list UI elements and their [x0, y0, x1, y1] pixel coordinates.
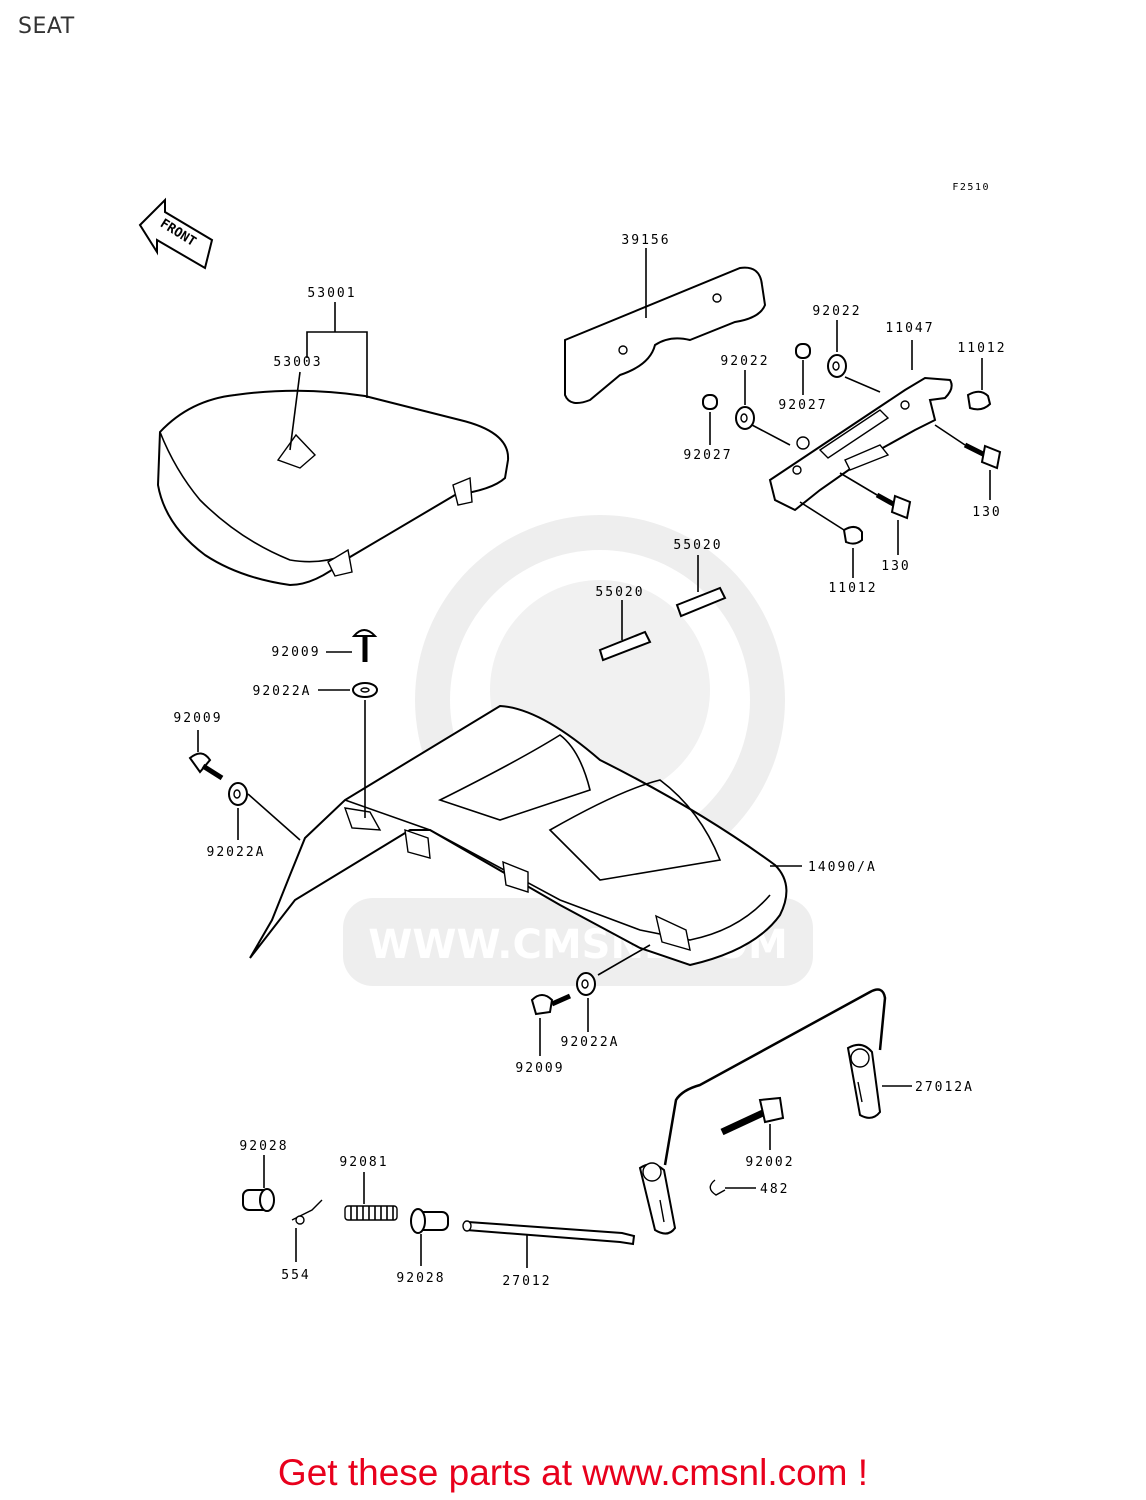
spring-92081 — [344, 1205, 398, 1221]
collar-92027-b — [702, 394, 718, 410]
screw-92009-b — [188, 752, 224, 781]
bolt-130-b — [875, 492, 912, 520]
label-92009-b: 92009 — [173, 711, 222, 726]
label-482: 482 — [760, 1182, 789, 1197]
label-92022A-a: 92022A — [253, 684, 312, 699]
bolt-130-a — [963, 442, 1002, 470]
label-55020-b: 55020 — [595, 585, 644, 600]
label-39156: 39156 — [621, 233, 670, 248]
footer-cta-link[interactable]: Get these parts at www.cmsnl.com ! — [277, 1452, 869, 1493]
label-130-b: 130 — [881, 559, 910, 574]
clip-482 — [709, 1179, 726, 1196]
label-92027-b: 92027 — [683, 448, 732, 463]
label-92009-a: 92009 — [271, 645, 320, 660]
screw-92009-a — [351, 629, 378, 662]
label-92009-c: 92009 — [515, 1061, 564, 1076]
label-130-a: 130 — [972, 505, 1001, 520]
label-92002: 92002 — [745, 1155, 794, 1170]
label-14090A: 14090/A — [808, 860, 877, 875]
collar-92027-a — [795, 343, 811, 359]
cap-11012-b — [842, 526, 863, 545]
label-27012A: 27012A — [915, 1080, 974, 1095]
strip-55020-a — [675, 586, 727, 618]
label-27012: 27012 — [502, 1274, 551, 1289]
washer-92022A-c — [576, 972, 596, 996]
label-92081: 92081 — [339, 1155, 388, 1170]
figure-code: F2510 — [952, 182, 990, 193]
link-plate — [638, 1162, 677, 1235]
pin-554 — [291, 1199, 323, 1225]
label-92028-b: 92028 — [396, 1271, 445, 1286]
label-11012-a: 11012 — [957, 341, 1006, 356]
washer-92022A-a — [352, 682, 378, 698]
seat-cover-part — [249, 704, 788, 967]
bolt-92002 — [720, 1096, 785, 1136]
bushing-92028-b — [410, 1208, 449, 1234]
bracket-part — [768, 376, 953, 512]
lock-rod-27012A — [663, 988, 887, 1166]
screw-92009-c — [530, 993, 572, 1016]
label-92022-b: 92022 — [720, 354, 769, 369]
label-11012-b: 11012 — [828, 581, 877, 596]
label-92022-a: 92022 — [812, 304, 861, 319]
washer-92022A-b — [228, 782, 248, 806]
label-554: 554 — [281, 1268, 310, 1283]
strip-55020-b — [598, 630, 652, 662]
washer-92022-a — [827, 354, 847, 378]
label-92022A-c: 92022A — [561, 1035, 620, 1050]
rod-27012 — [462, 1220, 636, 1246]
pad-part — [564, 266, 767, 405]
label-55020-a: 55020 — [673, 538, 722, 553]
bushing-92028-a — [242, 1188, 275, 1212]
label-53003: 53003 — [273, 355, 322, 370]
washer-92022-b — [735, 406, 755, 430]
label-53001: 53001 — [307, 286, 356, 301]
label-92022A-b: 92022A — [207, 845, 266, 860]
page-title: SEAT — [18, 14, 75, 39]
label-11047: 11047 — [885, 321, 934, 336]
seat-part — [156, 389, 510, 587]
front-arrow-icon: FRONT — [138, 197, 214, 270]
label-92027-a: 92027 — [778, 398, 827, 413]
cap-11012-a — [966, 390, 992, 411]
label-92028-a: 92028 — [239, 1139, 288, 1154]
